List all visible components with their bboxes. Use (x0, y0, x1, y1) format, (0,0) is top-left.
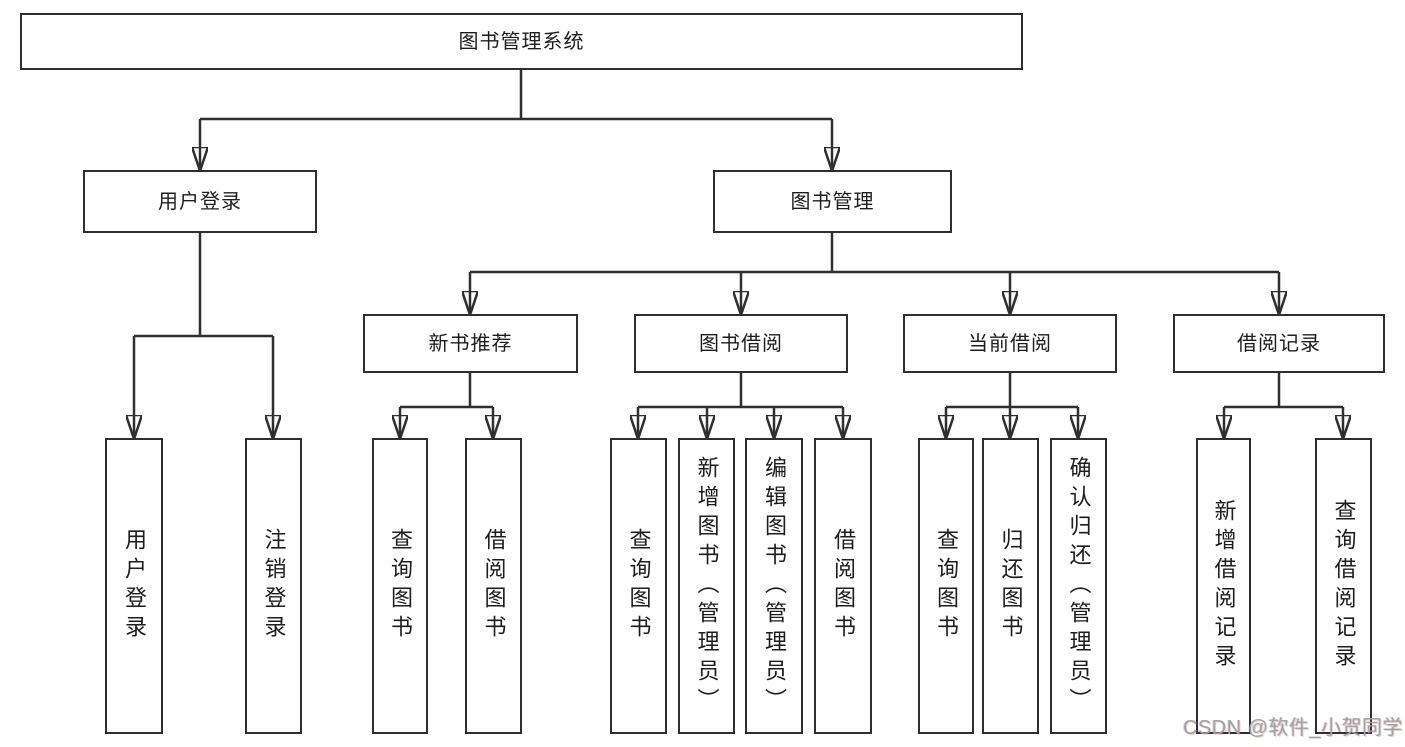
node-book-borrowing-label: 图书借阅 (699, 332, 783, 355)
node-new-book-recommend-label: 新书推荐 (428, 332, 513, 355)
leaf-current-return-books-label: 归还图书 (998, 528, 1024, 644)
leaf-borrowing-query-books-label: 查询图书 (626, 528, 652, 644)
node-new-book-recommend: 新书推荐 (363, 314, 578, 373)
node-current-borrowing-label: 当前借阅 (968, 332, 1052, 355)
leaf-current-confirm-return-admin-label: 确认归还（管理员） (1066, 455, 1092, 717)
leaf-recommend-borrow-books: 借阅图书 (465, 438, 522, 734)
node-borrow-records-label: 借阅记录 (1237, 332, 1321, 355)
leaf-recommend-borrow-books-label: 借阅图书 (481, 528, 507, 644)
leaf-user-login: 用户登录 (105, 438, 163, 734)
node-root-label: 图书管理系统 (458, 30, 585, 53)
leaf-current-query-books: 查询图书 (918, 438, 974, 734)
leaf-recommend-query-books: 查询图书 (372, 438, 428, 734)
leaf-record-query-borrow-record: 查询借阅记录 (1315, 438, 1372, 734)
leaf-borrowing-borrow-books: 借阅图书 (814, 438, 872, 734)
node-user-login: 用户登录 (83, 170, 317, 233)
leaf-current-return-books: 归还图书 (982, 438, 1039, 734)
node-user-login-label: 用户登录 (158, 190, 242, 213)
leaf-borrowing-add-books-admin: 新增图书（管理员） (678, 438, 735, 734)
leaf-record-add-borrow-record: 新增借阅记录 (1196, 438, 1251, 734)
leaf-record-query-borrow-record-label: 查询借阅记录 (1331, 499, 1357, 673)
node-root-library-system: 图书管理系统 (20, 13, 1023, 70)
leaf-borrowing-query-books: 查询图书 (610, 438, 667, 734)
leaf-borrowing-edit-books-admin-label: 编辑图书（管理员） (762, 455, 787, 717)
node-current-borrowing: 当前借阅 (903, 314, 1117, 373)
node-borrow-records: 借阅记录 (1173, 314, 1385, 373)
node-book-management: 图书管理 (713, 170, 952, 233)
leaf-record-add-borrow-record-label: 新增借阅记录 (1211, 499, 1237, 673)
leaf-borrowing-edit-books-admin: 编辑图书（管理员） (745, 438, 803, 734)
node-book-borrowing: 图书借阅 (634, 314, 848, 373)
leaf-recommend-query-books-label: 查询图书 (388, 528, 413, 644)
leaf-user-login-label: 用户登录 (122, 528, 147, 644)
leaf-logout-label: 注销登录 (261, 528, 287, 644)
csdn-watermark: CSDN @软件_小贺同学 (1183, 717, 1404, 739)
leaf-logout: 注销登录 (245, 438, 302, 734)
leaf-current-confirm-return-admin: 确认归还（管理员） (1050, 438, 1107, 734)
leaf-borrowing-borrow-books-label: 借阅图书 (831, 528, 856, 644)
leaf-borrowing-add-books-admin-label: 新增图书（管理员） (694, 455, 720, 717)
leaf-current-query-books-label: 查询图书 (934, 528, 959, 644)
node-book-management-label: 图书管理 (790, 190, 875, 213)
